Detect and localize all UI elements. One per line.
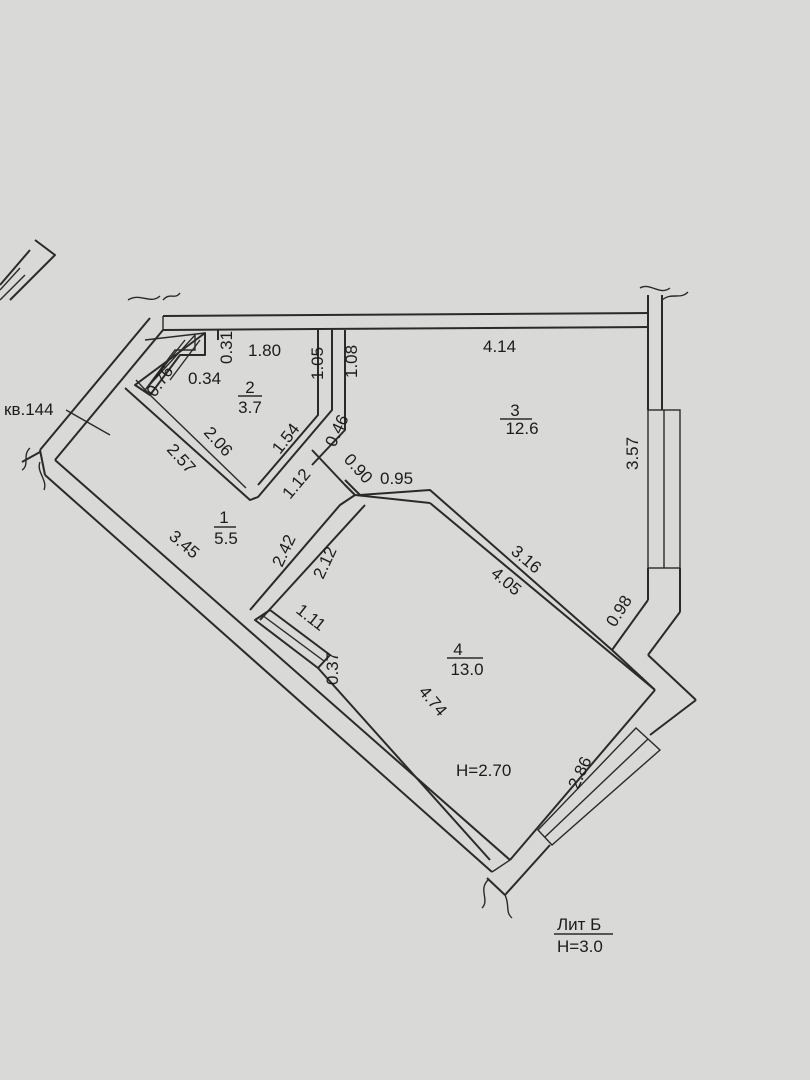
room-3-label: 3 12.6 (500, 401, 539, 438)
dim-1-05: 1.05 (308, 347, 327, 380)
dim-0-34: 0.34 (188, 369, 221, 388)
room-2-number: 2 (245, 378, 254, 397)
dim-3-57: 3.57 (623, 437, 642, 470)
room-2-label: 2 3.7 (238, 378, 262, 417)
dim-1-08: 1.08 (342, 345, 361, 378)
dim-1-80: 1.80 (248, 341, 281, 360)
room-1-area: 5.5 (214, 529, 238, 548)
neighbor-label: кв.144 (4, 400, 111, 436)
room-3-area: 12.6 (505, 419, 538, 438)
legend-liter: Лит Б (557, 915, 601, 934)
neighbor-apartment-label: кв.144 (4, 400, 54, 419)
dim-0-37: 0.37 (323, 652, 342, 685)
dim-0-95: 0.95 (380, 469, 413, 488)
room-2-area: 3.7 (238, 398, 262, 417)
partitions (124, 330, 656, 861)
dim-0-31: 0.31 (217, 331, 236, 364)
dim-4-14: 4.14 (483, 337, 516, 356)
walls (0, 239, 697, 919)
room-3-number: 3 (510, 401, 519, 420)
legend: Лит Б H=3.0 (554, 915, 613, 956)
legend-height: H=3.0 (557, 937, 603, 956)
room-ceiling-height: H=2.70 (456, 761, 511, 780)
room-4-number: 4 (453, 640, 462, 659)
room-1-number: 1 (219, 508, 228, 527)
room-4-area: 13.0 (450, 660, 483, 679)
room-4-label: 4 13.0 (447, 640, 484, 679)
room-1-label: 1 5.5 (214, 508, 238, 548)
